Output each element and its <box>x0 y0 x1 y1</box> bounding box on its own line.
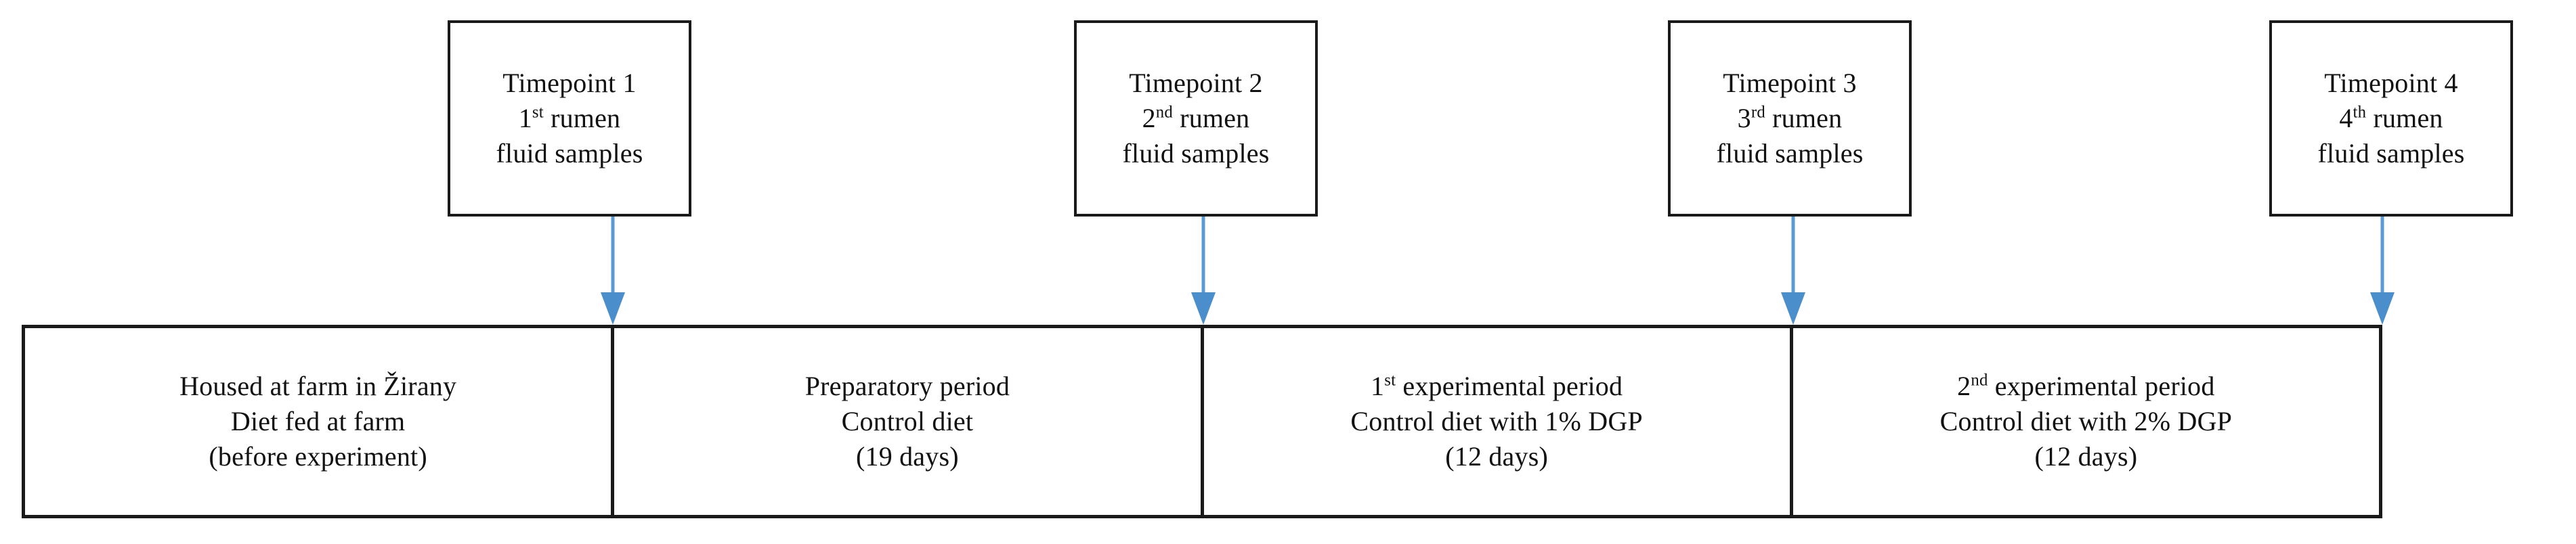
timeline-cell-experimental-1: 1st experimental period Control diet wit… <box>1204 328 1793 515</box>
connector-arrow-icon-2 <box>1191 217 1216 325</box>
timepoint-box-2: Timepoint 2 2nd rumen fluid samples <box>1074 20 1318 217</box>
ordinal-rest: rumen <box>543 103 621 133</box>
timepoint-title: Timepoint 4 <box>2324 68 2458 98</box>
ordinal-number: 2 <box>1957 371 1971 401</box>
period-line-1: 2nd experimental period <box>1957 369 2214 404</box>
period-line-3: (12 days) <box>2034 441 2138 472</box>
ordinal-rest: rumen <box>2366 103 2443 133</box>
period-line-1: 1st experimental period <box>1371 369 1623 404</box>
ordinal-suffix: st <box>532 103 544 122</box>
timepoint-sample-ordinal: 1st rumen <box>519 101 621 136</box>
ordinal-suffix: nd <box>1971 371 1988 390</box>
period-line-1: Preparatory period <box>804 371 1010 401</box>
ordinal-number: 4 <box>2339 103 2353 133</box>
timepoint-sample-type: fluid samples <box>1716 138 1864 168</box>
ordinal-suffix: th <box>2353 103 2367 122</box>
timepoint-title: Timepoint 1 <box>502 68 637 98</box>
timepoint-sample-type: fluid samples <box>1122 138 1270 168</box>
ordinal-rest: experimental period <box>1988 371 2215 401</box>
period-line-2: Control diet with 2% DGP <box>1939 406 2233 436</box>
timepoint-sample-type: fluid samples <box>496 138 643 168</box>
connector-arrow-icon-1 <box>601 217 625 325</box>
period-line-3: (19 days) <box>855 441 959 472</box>
timeline-cell-housing: Housed at farm in Žirany Diet fed at far… <box>25 328 615 515</box>
ordinal-rest: rumen <box>1173 103 1250 133</box>
timepoint-box-1: Timepoint 1 1st rumen fluid samples <box>448 20 691 217</box>
ordinal-suffix: st <box>1384 371 1396 390</box>
timeline-cell-preparatory: Preparatory period Control diet (19 days… <box>614 328 1204 515</box>
timepoint-sample-type: fluid samples <box>2317 138 2465 168</box>
period-line-2: Control diet with 1% DGP <box>1350 406 1643 436</box>
timeline-cell-experimental-2: 2nd experimental period Control diet wit… <box>1793 328 2379 515</box>
timeline-bar: Housed at farm in Žirany Diet fed at far… <box>22 325 2382 518</box>
period-line-3: (before experiment) <box>209 441 427 472</box>
ordinal-rest: experimental period <box>1396 371 1623 401</box>
period-line-1: Housed at farm in Žirany <box>179 371 457 401</box>
ordinal-number: 1 <box>518 103 532 133</box>
ordinal-number: 3 <box>1737 103 1751 133</box>
period-line-2: Control diet <box>841 406 974 436</box>
timepoint-sample-ordinal: 3rd rumen <box>1738 101 1843 136</box>
timepoint-box-3: Timepoint 3 3rd rumen fluid samples <box>1668 20 1912 217</box>
period-line-2: Diet fed at farm <box>230 406 406 436</box>
period-line-3: (12 days) <box>1445 441 1548 472</box>
timepoint-sample-ordinal: 4th rumen <box>2339 101 2443 136</box>
timepoint-box-4: Timepoint 4 4th rumen fluid samples <box>2269 20 2513 217</box>
ordinal-suffix: nd <box>1155 103 1173 122</box>
ordinal-rest: rumen <box>1765 103 1843 133</box>
ordinal-number: 1 <box>1371 371 1385 401</box>
connector-arrow-icon-4 <box>2370 217 2395 325</box>
timepoint-title: Timepoint 2 <box>1129 68 1263 98</box>
timepoint-sample-ordinal: 2nd rumen <box>1142 101 1250 136</box>
timepoint-title: Timepoint 3 <box>1723 68 1857 98</box>
ordinal-number: 2 <box>1142 103 1156 133</box>
connector-arrow-icon-3 <box>1781 217 1805 325</box>
ordinal-suffix: rd <box>1751 103 1765 122</box>
